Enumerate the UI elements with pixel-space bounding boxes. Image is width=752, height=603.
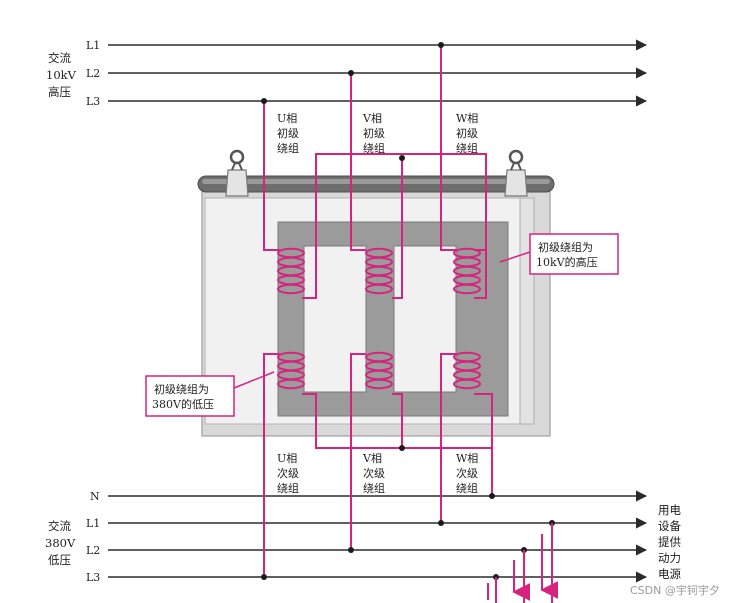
u-primary-label-3: 绕组 xyxy=(277,141,299,155)
lv-label-line1: 交流 xyxy=(48,519,71,533)
u-primary-label-2: 初级 xyxy=(277,126,299,140)
callout-secondary: 初级绕组为 380V的低压 xyxy=(145,371,275,417)
v-primary-label-3: 绕组 xyxy=(363,141,385,155)
coil-turn xyxy=(277,378,305,390)
junction-dot xyxy=(489,493,495,499)
load-description: 用电 设备 提供 动力 电源 xyxy=(658,503,681,581)
u-secondary-coil xyxy=(277,351,305,390)
junction-dot xyxy=(261,574,267,580)
w-primary-label-3: 绕组 xyxy=(456,141,478,155)
coil-turn xyxy=(365,378,393,390)
lv-label-line3: 低压 xyxy=(48,553,71,567)
lv-line-label: L1 xyxy=(86,517,100,530)
junction-dot xyxy=(399,445,405,451)
v-primary-coil xyxy=(365,247,393,295)
load-text-2: 设备 xyxy=(658,519,681,533)
u-secondary-label-3: 绕组 xyxy=(277,481,299,495)
w-primary-coil xyxy=(453,247,481,295)
callout-secondary-line1: 初级绕组为 xyxy=(154,382,209,396)
power-lines xyxy=(108,39,648,583)
junction-dots xyxy=(261,42,555,580)
callout-secondary-box xyxy=(145,375,235,417)
secondary-coils xyxy=(277,351,481,390)
lv-line-labels: N L1 L2 L3 xyxy=(86,490,100,584)
coil-turn xyxy=(277,283,305,295)
coil-turn xyxy=(365,283,393,295)
secondary-wiring xyxy=(263,353,493,577)
callout-primary-box xyxy=(529,233,619,275)
v-secondary-label-1: V相 xyxy=(362,452,382,465)
v-secondary-coil xyxy=(365,351,393,390)
v-primary-label-1: V相 xyxy=(362,112,382,125)
load-text-3: 提供 xyxy=(658,535,681,549)
hv-label-line1: 交流 xyxy=(48,51,71,65)
u-primary-label-1: U相 xyxy=(277,112,297,125)
coil-turn xyxy=(453,378,481,390)
w-secondary-label-3: 绕组 xyxy=(456,481,478,495)
load-drops xyxy=(487,523,559,603)
junction-dot xyxy=(261,98,267,104)
callout-primary-line2: 10kV的高压 xyxy=(536,255,598,269)
u-secondary-label-2: 次级 xyxy=(277,466,299,480)
w-primary-label-1: W相 xyxy=(456,112,478,125)
hv-label-line2: 10kV xyxy=(46,68,77,82)
junction-dot xyxy=(438,42,444,48)
lv-label-line2: 380V xyxy=(45,536,76,550)
v-secondary-label-2: 次级 xyxy=(363,466,385,480)
lv-line-label: L2 xyxy=(86,544,100,557)
w-primary-label-2: 初级 xyxy=(456,126,478,140)
u-primary-coil xyxy=(277,247,305,295)
load-text-4: 动力 xyxy=(658,551,681,565)
secondary-winding-labels: U相 次级 绕组 V相 次级 绕组 W相 次级 绕组 xyxy=(277,452,478,495)
hv-line-labels: L1 L2 L3 xyxy=(86,39,100,108)
hv-label-line3: 高压 xyxy=(48,85,71,99)
hv-line-label: L3 xyxy=(86,95,100,108)
load-text-5: 电源 xyxy=(658,567,681,581)
primary-winding-labels: U相 初级 绕组 V相 初级 绕组 W相 初级 绕组 xyxy=(277,112,478,155)
hv-line-label: L2 xyxy=(86,67,100,80)
v-primary-label-2: 初级 xyxy=(363,126,385,140)
watermark: CSDN @宇钶宇夕 xyxy=(630,584,720,597)
v-secondary-label-3: 绕组 xyxy=(363,481,385,495)
callout-primary-line1: 初级绕组为 xyxy=(538,240,593,254)
w-secondary-coil xyxy=(453,351,481,390)
hv-group-label: 交流 10kV 高压 xyxy=(46,51,77,99)
lifting-hook-right-icon xyxy=(504,149,528,197)
coil-turn xyxy=(453,283,481,295)
hv-line-label: L1 xyxy=(86,39,100,52)
lv-group-label: 交流 380V 低压 xyxy=(45,519,76,567)
primary-wiring xyxy=(263,45,487,299)
top-clamp-highlight xyxy=(202,179,550,184)
u-secondary-label-1: U相 xyxy=(277,452,297,465)
load-text-1: 用电 xyxy=(658,503,681,517)
junction-dot xyxy=(348,70,354,76)
lifting-hook-left-icon xyxy=(225,149,249,197)
junction-dot xyxy=(348,547,354,553)
w-secondary-label-1: W相 xyxy=(456,452,478,465)
lv-line-label: L3 xyxy=(86,571,100,584)
frame-side-bar xyxy=(519,197,535,425)
callout-primary: 初级绕组为 10kV的高压 xyxy=(499,233,619,275)
junction-dot xyxy=(399,155,405,161)
w-secondary-label-2: 次级 xyxy=(456,466,478,480)
callout-secondary-line2: 380V的低压 xyxy=(152,397,214,411)
lv-line-label: N xyxy=(90,490,100,503)
iron-core xyxy=(277,221,509,417)
primary-coils xyxy=(277,247,481,295)
junction-dot xyxy=(438,520,444,526)
